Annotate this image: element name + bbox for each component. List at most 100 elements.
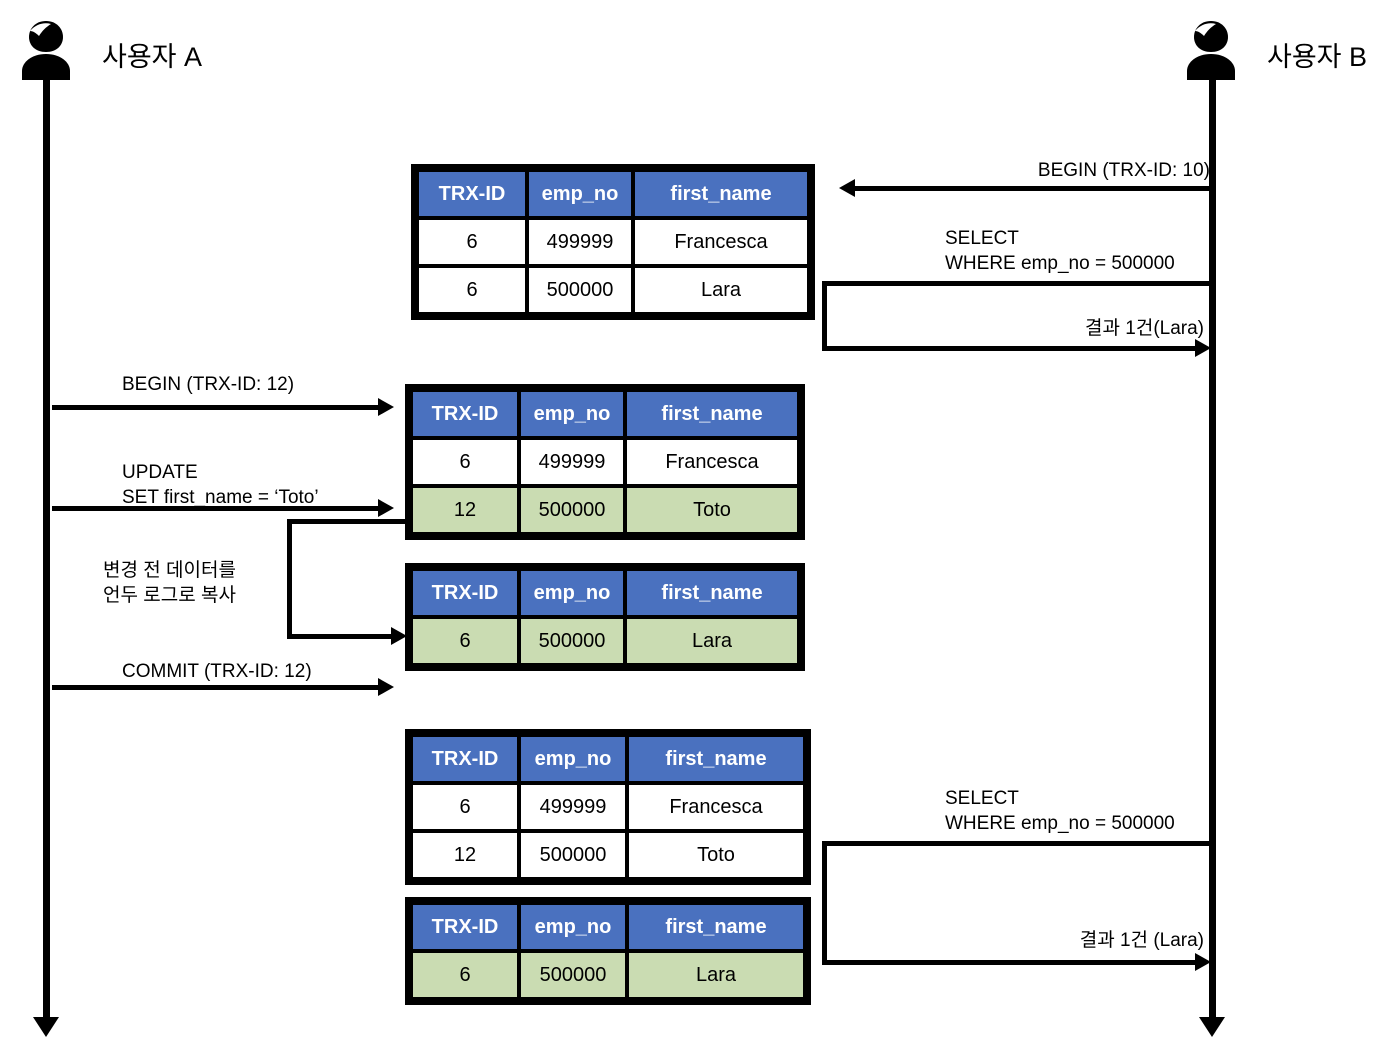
table-header-row: TRX-ID emp_no first_name	[419, 172, 807, 216]
select-box-2-bottom	[822, 960, 1195, 965]
table-row-highlighted: 6 500000 Lara	[413, 953, 803, 997]
cell-emp-no: 499999	[521, 785, 625, 829]
column-header-emp-no: emp_no	[521, 905, 625, 949]
column-header-emp-no: emp_no	[521, 392, 623, 436]
undo-copy-top-segment	[287, 519, 405, 524]
actor-b-label: 사용자 B	[1267, 42, 1368, 72]
cell-first-name: Lara	[627, 619, 797, 663]
message-a-begin: BEGIN (TRX-ID: 12)	[122, 374, 295, 395]
table-row: 6 499999 Francesca	[413, 785, 803, 829]
cell-trx-id: 6	[419, 268, 525, 312]
column-header-trx-id: TRX-ID	[413, 737, 517, 781]
cell-trx-id: 6	[413, 440, 517, 484]
cell-first-name: Lara	[635, 268, 807, 312]
message-b-begin: BEGIN (TRX-ID: 10)	[1037, 160, 1210, 181]
table-after-commit: TRX-ID emp_no first_name 6 499999 France…	[405, 729, 811, 885]
select-box-2-left	[822, 841, 827, 965]
select-box-2-arrow-head	[1195, 953, 1211, 971]
column-header-emp-no: emp_no	[521, 737, 625, 781]
lifeline-b-end-arrow	[1199, 1017, 1225, 1037]
table-after-commit-grid: TRX-ID emp_no first_name 6 499999 France…	[409, 733, 807, 881]
cell-first-name: Toto	[629, 833, 803, 877]
column-header-first-name: first_name	[629, 737, 803, 781]
cell-first-name: Francesca	[629, 785, 803, 829]
message-b-select-2-line2: WHERE emp_no = 500000	[945, 813, 1175, 834]
arrow-a-begin-head	[378, 398, 394, 416]
cell-trx-id: 12	[413, 833, 517, 877]
select-box-1-left	[822, 281, 827, 351]
cell-first-name: Toto	[627, 488, 797, 532]
arrow-a-commit-head	[378, 678, 394, 696]
select-box-2-top	[822, 841, 1211, 846]
table-header-row: TRX-ID emp_no first_name	[413, 737, 803, 781]
message-b-result-2: 결과 1건 (Lara)	[1079, 930, 1204, 951]
column-header-trx-id: TRX-ID	[413, 392, 517, 436]
message-b-result-1: 결과 1건(Lara)	[1085, 318, 1204, 339]
note-undo-copy-line1: 변경 전 데이터를	[103, 560, 236, 581]
cell-emp-no: 499999	[529, 220, 631, 264]
column-header-first-name: first_name	[627, 392, 797, 436]
message-b-select-2-line1: SELECT	[945, 788, 1019, 809]
cell-emp-no: 499999	[521, 440, 623, 484]
table-header-row: TRX-ID emp_no first_name	[413, 571, 797, 615]
table-undo-log-2: TRX-ID emp_no first_name 6 500000 Lara	[405, 897, 811, 1005]
message-b-select-1-line2: WHERE emp_no = 500000	[945, 253, 1175, 274]
lifeline-user-a	[43, 78, 50, 1023]
arrow-a-begin-line	[52, 405, 378, 410]
table-after-update: TRX-ID emp_no first_name 6 499999 France…	[405, 384, 805, 540]
undo-copy-bottom-segment	[287, 634, 391, 639]
table-row: 6 499999 Francesca	[419, 220, 807, 264]
arrow-a-update-line	[52, 506, 378, 511]
column-header-first-name: first_name	[635, 172, 807, 216]
column-header-first-name: first_name	[627, 571, 797, 615]
note-undo-copy-line2: 언두 로그로 복사	[103, 585, 236, 606]
person-icon	[22, 21, 70, 80]
column-header-trx-id: TRX-ID	[413, 571, 517, 615]
table-row: 6 499999 Francesca	[413, 440, 797, 484]
table-row-highlighted: 12 500000 Toto	[413, 488, 797, 532]
arrow-a-commit-line	[52, 685, 378, 690]
arrow-b-begin-line	[855, 186, 1211, 191]
table-after-update-grid: TRX-ID emp_no first_name 6 499999 France…	[409, 388, 801, 536]
cell-trx-id: 6	[413, 619, 517, 663]
message-a-commit: COMMIT (TRX-ID: 12)	[122, 661, 312, 682]
message-a-update-line2: SET first_name = ‘Toto’	[122, 487, 319, 508]
arrow-b-begin-head	[839, 179, 855, 197]
undo-copy-vertical-segment	[287, 519, 292, 639]
cell-emp-no: 500000	[529, 268, 631, 312]
undo-copy-arrow-head	[391, 627, 407, 645]
table-undo-log-2-grid: TRX-ID emp_no first_name 6 500000 Lara	[409, 901, 807, 1001]
lifeline-a-end-arrow	[33, 1017, 59, 1037]
arrow-a-update-head	[378, 499, 394, 517]
table-header-row: TRX-ID emp_no first_name	[413, 905, 803, 949]
cell-first-name: Francesca	[627, 440, 797, 484]
cell-first-name: Lara	[629, 953, 803, 997]
person-icon	[1187, 21, 1235, 80]
column-header-emp-no: emp_no	[529, 172, 631, 216]
cell-emp-no: 500000	[521, 833, 625, 877]
column-header-first-name: first_name	[629, 905, 803, 949]
cell-trx-id: 12	[413, 488, 517, 532]
select-box-1-top	[822, 281, 1211, 286]
cell-emp-no: 500000	[521, 619, 623, 663]
table-row-highlighted: 6 500000 Lara	[413, 619, 797, 663]
cell-first-name: Francesca	[635, 220, 807, 264]
cell-emp-no: 500000	[521, 953, 625, 997]
table-row: 12 500000 Toto	[413, 833, 803, 877]
cell-trx-id: 6	[419, 220, 525, 264]
actor-a-label: 사용자 A	[102, 42, 203, 72]
select-box-1-bottom	[822, 346, 1195, 351]
cell-trx-id: 6	[413, 785, 517, 829]
table-undo-log-grid: TRX-ID emp_no first_name 6 500000 Lara	[409, 567, 801, 667]
table-undo-log: TRX-ID emp_no first_name 6 500000 Lara	[405, 563, 805, 671]
column-header-trx-id: TRX-ID	[419, 172, 525, 216]
message-b-select-1-line1: SELECT	[945, 228, 1019, 249]
message-a-update-line1: UPDATE	[122, 462, 198, 483]
table-initial: TRX-ID emp_no first_name 6 499999 France…	[411, 164, 815, 320]
column-header-trx-id: TRX-ID	[413, 905, 517, 949]
cell-trx-id: 6	[413, 953, 517, 997]
table-row: 6 500000 Lara	[419, 268, 807, 312]
column-header-emp-no: emp_no	[521, 571, 623, 615]
table-header-row: TRX-ID emp_no first_name	[413, 392, 797, 436]
cell-emp-no: 500000	[521, 488, 623, 532]
